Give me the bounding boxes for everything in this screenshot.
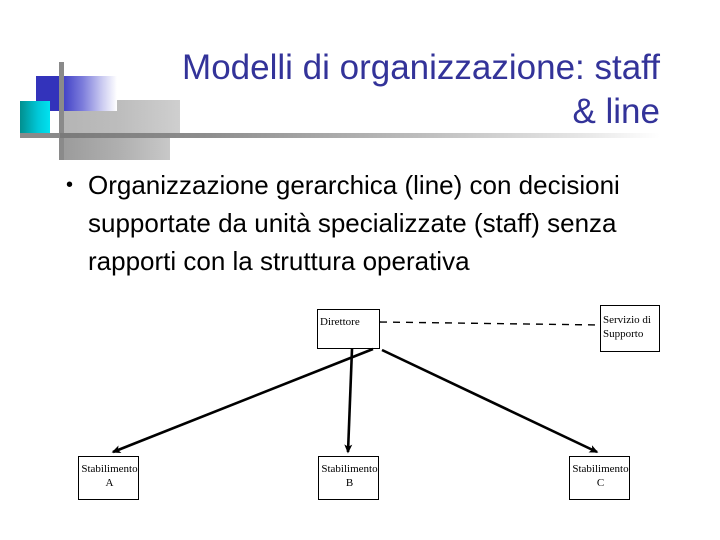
chart-node-direttore[interactable]: Direttore <box>317 309 380 349</box>
bullet-point-icon: • <box>66 174 74 196</box>
chart-node-stabilimento-a[interactable]: Stabilimento A <box>78 456 139 500</box>
chart-node-servizio-supporto-label: Servizio di Supporto <box>603 314 651 340</box>
chart-node-direttore-label: Direttore <box>320 316 360 328</box>
chart-node-servizio-supporto[interactable]: Servizio di Supporto <box>600 305 660 352</box>
slide-title: Modelli di organizzazione: staff & line <box>182 48 660 131</box>
chart-node-stabilimento-b-label: Stabilimento B <box>321 463 378 489</box>
connector-direttore-stab-b <box>344 348 354 454</box>
connector-direttore-servizio <box>379 321 601 326</box>
chart-node-stabilimento-c-label: Stabilimento C <box>572 463 629 489</box>
bullet-list-item: • Organizzazione gerarchica (line) con d… <box>66 166 666 280</box>
bullet-item-text: Organizzazione gerarchica (line) con dec… <box>88 170 620 276</box>
body-content: • Organizzazione gerarchica (line) con d… <box>66 166 666 280</box>
connector-direttore-stab-a <box>111 347 374 454</box>
chart-node-stabilimento-c[interactable]: Stabilimento C <box>569 456 630 500</box>
chart-node-stabilimento-b[interactable]: Stabilimento B <box>318 456 379 500</box>
chart-node-stabilimento-a-label: Stabilimento A <box>81 463 138 489</box>
connector-direttore-stab-c <box>381 348 599 454</box>
